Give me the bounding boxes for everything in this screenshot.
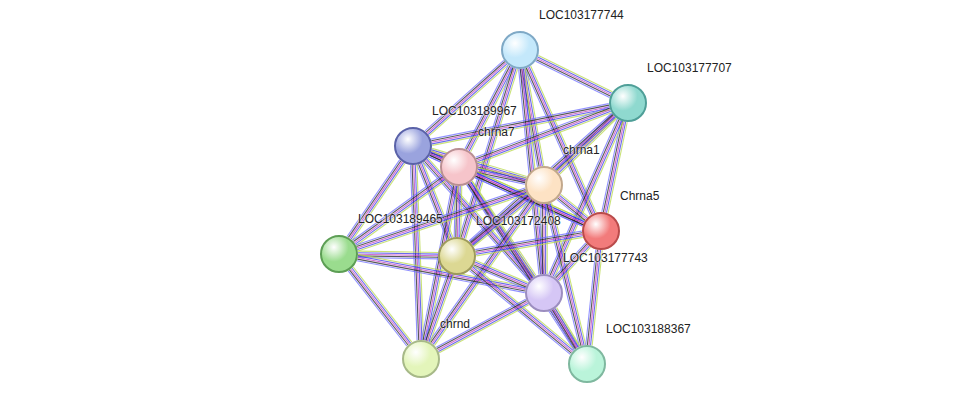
evidence-line — [353, 267, 412, 342]
evidence-line — [358, 251, 438, 252]
evidence-line — [356, 181, 445, 246]
protein-node: LOC103188367 — [568, 345, 606, 383]
evidence-line — [354, 178, 443, 243]
evidence-line — [559, 197, 586, 219]
evidence-line — [439, 305, 529, 353]
interaction-edge — [470, 266, 575, 355]
evidence-line — [537, 58, 611, 94]
evidence-line — [536, 61, 610, 97]
evidence-line — [538, 55, 612, 91]
node-label: LOC103177744 — [539, 8, 624, 22]
evidence-line — [437, 301, 527, 349]
node-label: LOC103177707 — [647, 61, 732, 75]
node-label: chrnd — [440, 317, 470, 331]
evidence-line — [538, 57, 612, 93]
evidence-line — [554, 309, 577, 347]
evidence-line — [430, 275, 453, 342]
evidence-line — [426, 61, 505, 132]
protein-node: chrna7 — [440, 148, 478, 186]
evidence-line — [352, 268, 411, 343]
node-label: LOC103189465 — [358, 212, 443, 226]
node-label: LOC103172408 — [476, 214, 561, 228]
node-label: LOC103188367 — [606, 322, 691, 336]
evidence-line — [472, 268, 573, 352]
evidence-line — [560, 196, 587, 218]
interaction-edge — [551, 308, 580, 350]
evidence-line — [438, 302, 528, 350]
interaction-edge — [347, 160, 405, 240]
interaction-edge — [348, 267, 412, 346]
interaction-edge — [424, 273, 454, 342]
protein-node: chrnd — [402, 340, 440, 378]
protein-node: Chrna5 — [582, 212, 620, 250]
node-label: Chrna5 — [620, 189, 659, 203]
evidence-line — [552, 310, 575, 348]
protein-node: chrna1 — [525, 166, 563, 204]
evidence-line — [428, 64, 507, 135]
node-label: chrna7 — [478, 125, 515, 139]
evidence-line — [425, 60, 504, 131]
evidence-line — [473, 267, 574, 351]
evidence-line — [560, 119, 617, 174]
evidence-line — [557, 199, 584, 221]
evidence-line — [431, 104, 609, 140]
protein-node: LOC103189465 — [320, 235, 358, 273]
evidence-line — [429, 274, 452, 341]
protein-node: LOC103177743 — [525, 274, 563, 312]
evidence-line — [558, 198, 585, 220]
interaction-edge — [536, 55, 613, 97]
evidence-line — [471, 269, 572, 353]
evidence-line — [358, 254, 438, 255]
evidence-line — [557, 308, 580, 346]
evidence-line — [358, 253, 438, 254]
evidence-line — [475, 231, 582, 250]
evidence-line — [436, 299, 526, 347]
evidence-line — [355, 179, 444, 244]
protein-node: LOC103189967 — [394, 127, 432, 165]
evidence-line — [476, 234, 583, 253]
evidence-line — [351, 269, 410, 344]
evidence-line — [349, 270, 408, 345]
protein-node: LOC103177744 — [501, 31, 539, 69]
evidence-line — [603, 121, 622, 212]
protein-node: LOC103177707 — [609, 84, 647, 122]
evidence-line — [475, 233, 582, 252]
node-label: LOC103189967 — [432, 104, 517, 118]
evidence-line — [438, 303, 528, 351]
evidence-line — [348, 271, 407, 346]
protein-node: LOC103172408 — [438, 237, 476, 275]
interaction-edge — [436, 299, 529, 353]
node-label: chrna1 — [563, 143, 600, 157]
evidence-line — [457, 186, 458, 237]
evidence-line — [536, 60, 610, 96]
evidence-line — [353, 177, 442, 242]
node-label: LOC103177743 — [563, 251, 648, 265]
interaction-edge — [557, 194, 588, 221]
evidence-line — [551, 311, 574, 349]
evidence-line — [555, 308, 578, 346]
evidence-line — [476, 260, 528, 282]
evidence-line — [477, 173, 525, 183]
